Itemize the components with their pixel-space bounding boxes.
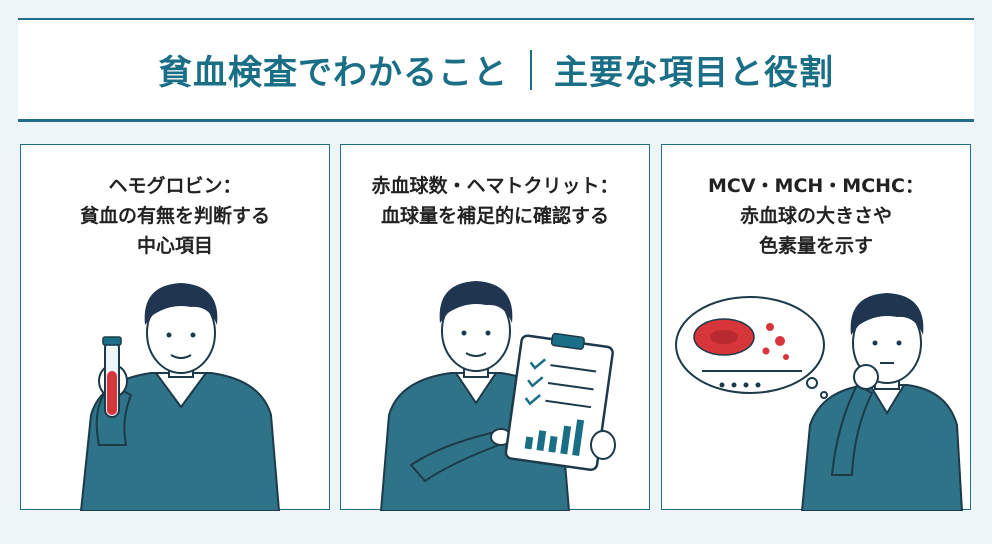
page-title: 貧血検査でわかること [158, 53, 508, 93]
panel-caption: MCV・MCH・MCHC： 赤血球の大きさや 色素量を示す [662, 171, 970, 261]
panel-caption: 赤血球数・ヘマトクリット： 血球量を補足的に確認する [341, 171, 649, 231]
caption-line: 中心項目 [136, 235, 213, 257]
man-holding-test-tube-illustration [79, 283, 281, 511]
caption-line: 色素量を示す [758, 235, 873, 257]
title-divider [530, 49, 532, 90]
man-thinking-illustration [675, 293, 964, 511]
caption-line: 血球量を補足的に確認する [380, 205, 609, 227]
caption-line: ヘモグロビン： [108, 175, 242, 197]
title-banner: 貧血検査でわかること 主要な項目と役割 [18, 18, 974, 122]
caption-line: MCV・MCH・MCHC： [707, 175, 924, 197]
panel-rbc-hematocrit: 赤血球数・ヘマトクリット： 血球量を補足的に確認する [340, 144, 650, 511]
panel-mcv-mch-mchc: MCV・MCH・MCHC： 赤血球の大きさや 色素量を示す [661, 144, 971, 511]
man-with-clipboard-illustration [379, 281, 616, 511]
panel-caption: ヘモグロビン： 貧血の有無を判断する 中心項目 [21, 171, 329, 261]
page-subtitle: 主要な項目と役割 [554, 53, 834, 93]
caption-line: 貧血の有無を判断する [79, 205, 270, 227]
caption-line: 赤血球数・ヘマトクリット： [371, 175, 619, 197]
caption-line: 赤血球の大きさや [739, 205, 892, 227]
panel-hemoglobin: ヘモグロビン： 貧血の有無を判断する 中心項目 [20, 144, 330, 511]
